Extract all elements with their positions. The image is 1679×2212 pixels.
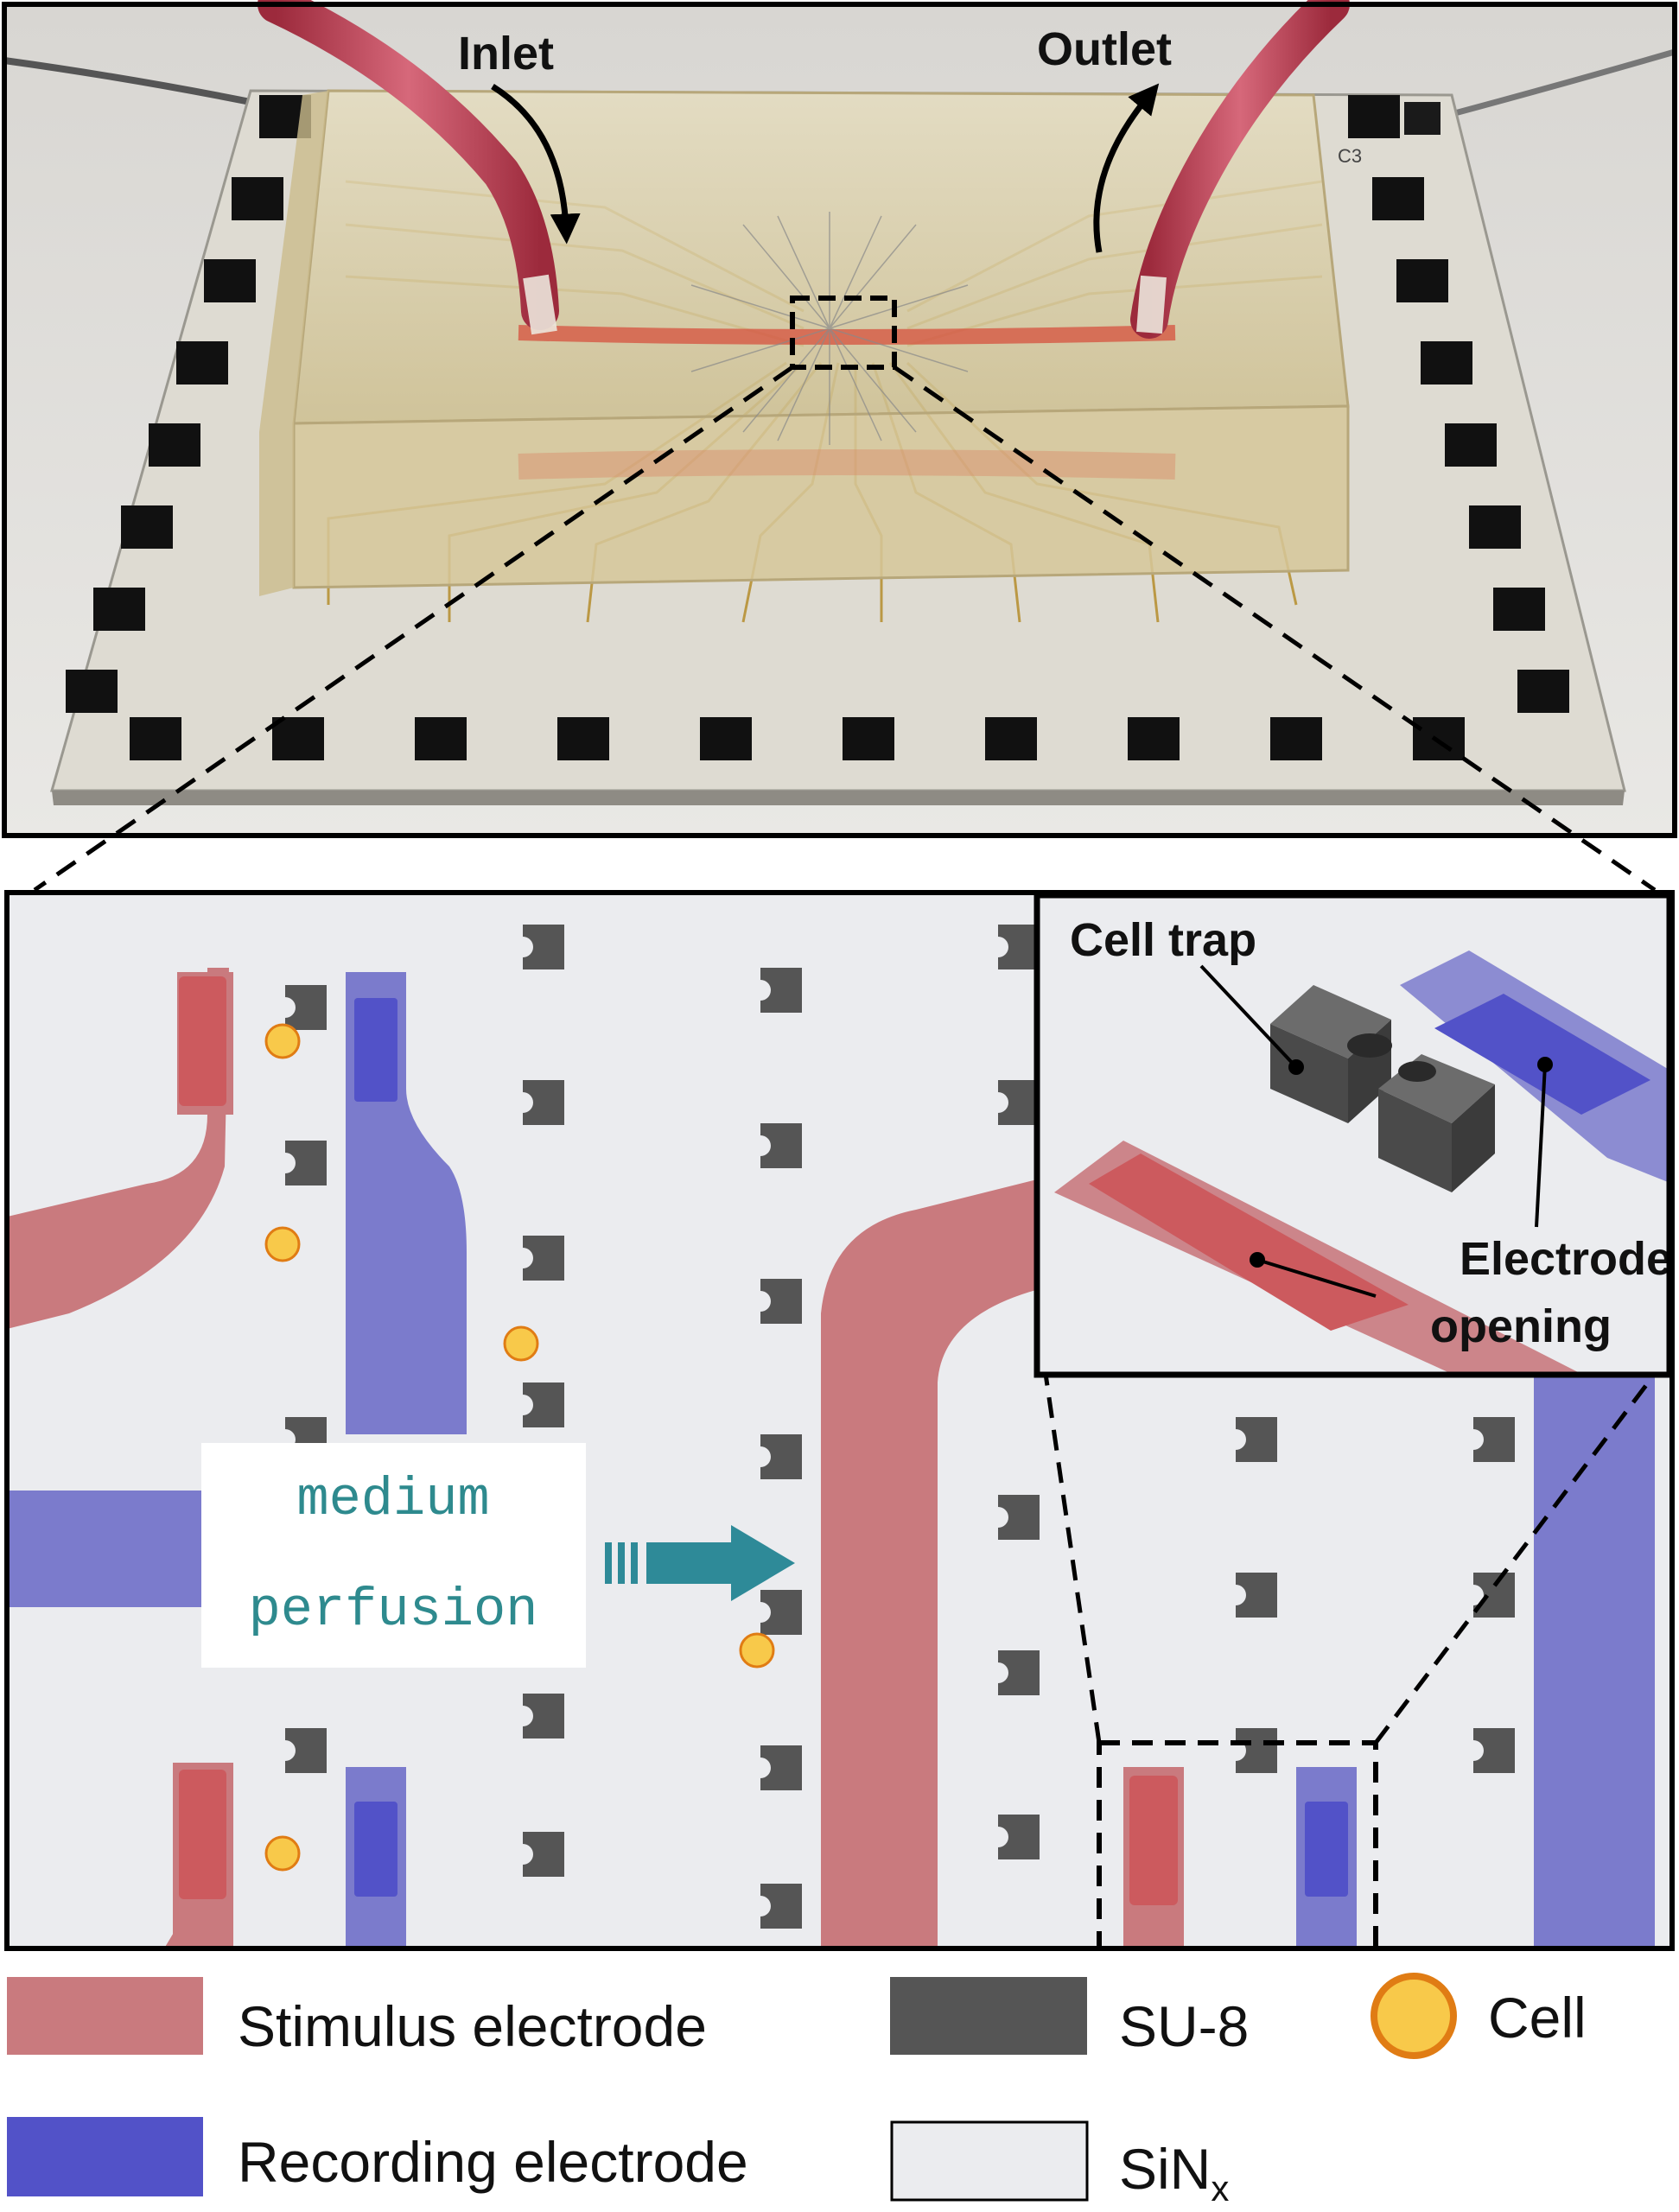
contact-pad [557,717,609,760]
su8-trap [998,1815,1040,1859]
legend-swatch-cell [1371,1973,1457,2059]
su8-trap [760,1434,802,1479]
su8-trap [285,985,327,1030]
su8-trap [1236,1417,1277,1462]
legend-stimulus-label: Stimulus electrode [238,1994,707,2058]
cell-trap-inset: Cell trap Electrode opening [1033,892,1673,1378]
legend-sinx-label: SiNx [1119,2137,1229,2209]
contact-pad [272,717,324,760]
cell [264,1226,301,1262]
flow-label-line2: perfusion [249,1580,538,1641]
su8-trap [523,1832,564,1877]
contact-pad [121,505,173,549]
legend-swatch-su8 [890,1977,1087,2055]
contact-pad [130,717,181,760]
contact-pad [415,717,467,760]
legend-recording-label: Recording electrode [238,2130,748,2194]
su8-trap [1473,1573,1515,1618]
contact-pad [204,259,256,302]
contact-pad [66,670,118,713]
cell-trap-label: Cell trap [1070,914,1256,966]
device-photo: C3 Inlet Outlet [2,0,1677,838]
su8-trap [285,1141,327,1185]
outlet-arrow [1093,83,1160,253]
contact-pad [700,717,752,760]
contact-pad [1372,177,1424,220]
contact-pad [1517,670,1569,713]
legend-swatch-recording [7,2117,203,2196]
contact-pad [1128,717,1180,760]
contact-pad [1270,717,1322,760]
legend: Stimulus electrode SU-8 Cell Recording e… [7,1973,1587,2209]
su8-trap [998,1080,1040,1125]
su8-trap [760,1884,802,1929]
chip-marking: C3 [1338,145,1362,167]
inlet-arrow [491,84,581,245]
pdms-block: C3 [259,89,1441,596]
su8-trap [998,1495,1040,1540]
recording-electrodes [7,972,1655,1948]
zoom-line-left [33,365,794,893]
flow-arrow [605,1525,795,1601]
contact-pad [1493,588,1545,631]
cell [503,1325,539,1362]
contact-pad [149,423,200,467]
legend-swatch-sinx [890,2120,1089,2202]
su8-trap [523,1080,564,1125]
contact-pad [176,341,228,385]
su8-trap-3d [1270,985,1495,1192]
contact-pad [985,717,1037,760]
su8-trap [998,925,1040,969]
inlet-tube [258,0,559,330]
flow-label-line1: medium [296,1469,489,1530]
electrode-label-line1: Electrode [1460,1233,1672,1285]
zoom-line-right [893,365,1657,893]
cell [264,1835,301,1872]
cells [264,1023,775,1872]
su8-trap [523,1236,564,1281]
legend-swatch-stimulus [7,1977,203,2055]
legend-sinx-subscript: x [1211,2168,1229,2209]
inlet-label: Inlet [458,28,554,79]
legend-sinx-base: SiN [1119,2137,1211,2201]
contact-pad [1445,423,1497,467]
outlet-label: Outlet [1037,23,1172,75]
contact-pad [1469,505,1521,549]
su8-trap [1473,1728,1515,1773]
electrode-label-line2: opening [1430,1300,1612,1352]
contact-pad [1421,341,1472,385]
su8-trap [760,1279,802,1324]
contact-pad [1348,95,1400,138]
su8-trap [523,925,564,969]
contact-pad [232,177,283,220]
contact-pad [1396,259,1448,302]
legend-cell-label: Cell [1488,1986,1587,2050]
contact-pad [1413,717,1465,760]
flow-label-box [201,1443,586,1668]
cell [739,1632,775,1669]
su8-trap [998,1650,1040,1695]
contact-pad [843,717,894,760]
su8-trap [1236,1573,1277,1618]
cell [264,1023,301,1059]
su8-trap [760,1590,802,1635]
outlet-tube [1130,0,1350,339]
su8-trap [760,1123,802,1168]
stimulus-electrodes [7,968,1184,1948]
su8-trap [285,1728,327,1773]
su8-trap [760,1745,802,1790]
su8-trap [760,968,802,1013]
su8-trap [1473,1417,1515,1462]
inset-source-box [1097,1740,1378,1948]
contact-pad [93,588,145,631]
contact-pads [66,95,1569,760]
su8-trap [523,1694,564,1738]
su8-trap [1236,1728,1277,1773]
su8-trap [523,1382,564,1427]
zoom-region-box [790,296,897,370]
legend-su8-label: SU-8 [1119,1994,1249,2058]
